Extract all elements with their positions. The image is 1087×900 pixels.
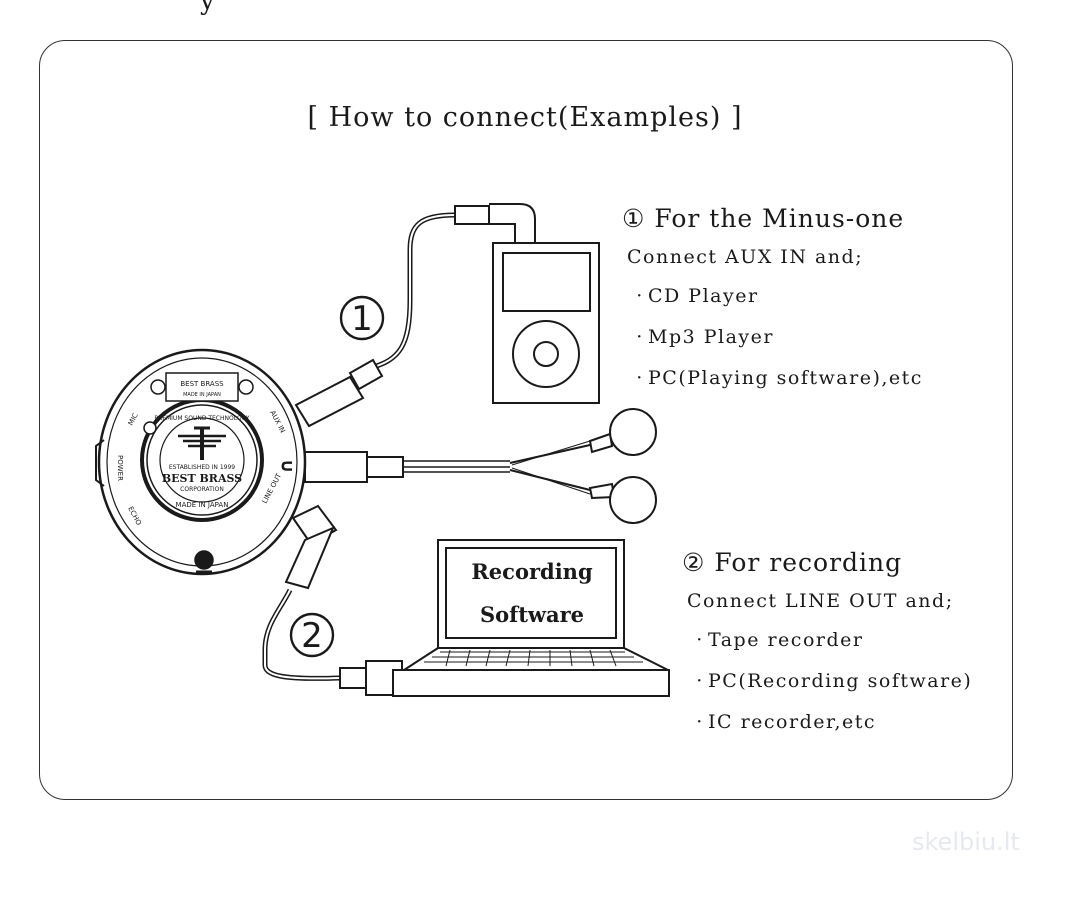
device-center-line-3: CORPORATION	[180, 486, 224, 493]
cable-aux-in	[294, 203, 536, 428]
diagram-title: [ How to connect(Examples) ]	[307, 102, 743, 133]
headphone-symbol: ∩	[276, 459, 297, 474]
device-port-power: POWER	[116, 455, 124, 481]
laptop-illustration	[392, 539, 670, 697]
mixer-device-illustration	[95, 348, 307, 576]
list-item: ·PC(Recording software)	[696, 670, 973, 692]
plug-mp3	[454, 203, 536, 243]
marker-1-label: 1	[351, 299, 373, 339]
marker-2-circle	[289, 612, 335, 658]
earphones-illustration	[304, 408, 657, 524]
device-center-line-4: MADE IN JAPAN	[176, 501, 229, 509]
list-item: ·CD Player	[636, 285, 759, 307]
watermark: skelbiu.lt	[912, 828, 1020, 856]
device-center-line-1: ESTABLISHED IN 1999	[169, 464, 235, 471]
section-minus-one-heading: ① For the Minus-one	[622, 204, 905, 233]
plug-line-out	[284, 504, 338, 590]
section-recording-list: ·Tape recorder ·PC(Recording software) ·…	[692, 629, 972, 735]
device-plate-line-2: MADE IN JAPAN	[183, 392, 221, 398]
section-minus-one-subtitle: Connect AUX IN and;	[627, 246, 864, 268]
list-item: ·PC(Playing software),etc	[636, 367, 923, 389]
plug-aux-in	[294, 358, 384, 428]
section-minus-one-list: ·CD Player ·Mp3 Player ·PC(Playing softw…	[632, 285, 923, 391]
device-plate-line-1: BEST BRASS	[180, 380, 224, 388]
mp3-player-illustration	[492, 242, 600, 404]
diagram-frame	[39, 40, 1013, 800]
list-item: ·Mp3 Player	[636, 326, 774, 348]
cropped-top-text: y	[200, 0, 215, 16]
section-minus-one: ① For the Minus-one Connect AUX IN and; …	[622, 204, 923, 391]
section-recording-subtitle: Connect LINE OUT and;	[687, 590, 954, 612]
list-item: ·Tape recorder	[696, 629, 864, 651]
device-center-line-2: BEST BRASS	[162, 472, 242, 485]
section-recording-heading: ② For recording	[682, 548, 903, 577]
marker-2-label: 2	[301, 616, 323, 656]
laptop-screen-line-1: Recording	[471, 559, 593, 584]
laptop-screen-line-2: Software	[480, 602, 584, 627]
device-ring-text: PREMIUM SOUND TECHNOLOGY	[154, 415, 250, 422]
cable-line-out	[262, 504, 403, 696]
list-item: ·IC recorder,etc	[696, 711, 877, 733]
section-recording: ② For recording Connect LINE OUT and; ·T…	[682, 548, 972, 735]
marker-1-circle	[339, 295, 385, 341]
